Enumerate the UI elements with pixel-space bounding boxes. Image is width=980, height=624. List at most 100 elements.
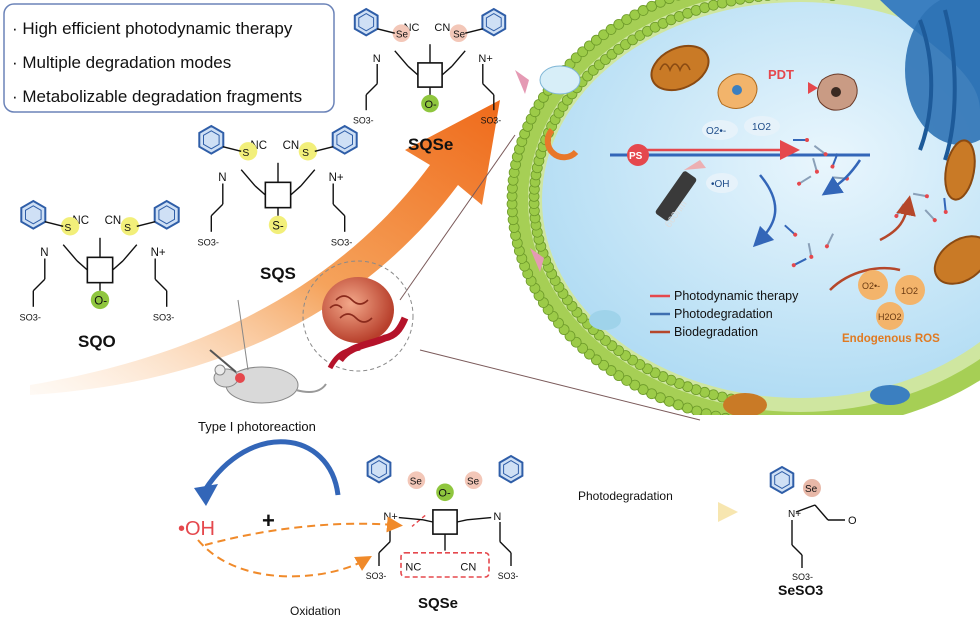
lipid-bead <box>605 24 617 35</box>
fragment <box>924 209 937 223</box>
lipid-bead <box>664 0 675 5</box>
anion-highlight <box>268 215 288 235</box>
fragment <box>912 192 929 199</box>
lipid-bead <box>829 0 836 1</box>
type1-label: Type I photoreaction <box>198 419 316 434</box>
heteroatom-label: Se <box>396 30 409 41</box>
hydroxyl-cloud: •OH <box>706 173 738 193</box>
mouse-icon <box>209 299 327 404</box>
lipid-bead <box>577 46 589 58</box>
lipid-bead <box>654 0 666 8</box>
legend-item: Photodegradation <box>674 307 773 321</box>
lipid-bead <box>734 0 746 5</box>
fragment <box>793 138 809 142</box>
oxidation-arrow <box>204 516 403 546</box>
photosensitizer <box>627 144 649 166</box>
benzene-ring <box>769 465 795 495</box>
anion-highlight <box>436 483 454 502</box>
nitrogen-label: N <box>373 53 381 65</box>
ros-sphere <box>895 275 925 305</box>
lipid-bead <box>598 29 609 41</box>
heteroatom-label: S <box>242 148 249 159</box>
lipid-bead <box>621 14 633 25</box>
lipid-bead <box>637 384 649 395</box>
feature-item: · Multiple degradation modes <box>12 53 231 72</box>
lipid-bead <box>744 0 755 4</box>
heteroatom-highlight <box>803 479 821 497</box>
svg-text:•OH: •OH <box>711 179 730 190</box>
pdt-label: PDT <box>768 67 794 82</box>
heteroatom-label: Se <box>410 477 423 488</box>
sqo-label: SQO <box>78 332 116 351</box>
healthy-cell-icon <box>717 73 758 109</box>
anion-label: O- <box>438 488 451 500</box>
sulfonate-label: SO3- <box>331 238 352 248</box>
benzene-ring <box>198 124 225 155</box>
fragment <box>791 257 807 268</box>
squaraine-core <box>417 62 443 88</box>
lipid-bead <box>750 418 760 428</box>
heteroatom-highlight <box>120 217 140 236</box>
heteroatom-highlight <box>407 471 426 490</box>
degradation-fragments <box>784 138 948 268</box>
lipid-bead <box>733 414 737 415</box>
fragment <box>824 233 834 249</box>
anion-label: O- <box>94 296 107 308</box>
lipid-bead <box>710 410 722 415</box>
plus-sign: + <box>262 508 275 533</box>
lipid-bead <box>654 392 666 404</box>
lipid-bead <box>621 375 633 386</box>
superoxide-cloud: O2•- <box>702 120 738 140</box>
lipid-bead <box>613 18 625 30</box>
lipid-bead <box>672 399 684 411</box>
photodegradation-path <box>752 174 777 248</box>
sqse-top-label: SQSe <box>408 135 453 154</box>
benzene-ring <box>331 124 358 155</box>
heteroatom-label: Se <box>467 477 480 488</box>
svg-text:1O2: 1O2 <box>752 122 771 133</box>
sqse-bottom-label: SQSe <box>418 595 458 612</box>
cyano-label: NC <box>405 561 421 573</box>
nitrogen-label: N+ <box>788 509 801 520</box>
mitochondrion <box>933 235 980 285</box>
squaraine-core <box>432 509 458 535</box>
lipid-bead <box>646 388 658 400</box>
fragment <box>812 157 819 174</box>
nitrogen-label: N+ <box>151 247 166 259</box>
lipid-bead <box>598 359 609 371</box>
tumor-zoom <box>302 260 414 372</box>
lipid-bead <box>583 40 595 52</box>
type1-arrow <box>202 439 341 496</box>
lipid-bead <box>700 408 712 415</box>
lipid-bead <box>721 412 730 415</box>
lipid-bead <box>590 354 602 366</box>
membrane-lipids <box>506 0 836 428</box>
lipid-bead <box>605 365 617 376</box>
nitrogen-label: N <box>218 172 226 184</box>
heteroatom-highlight <box>449 24 468 42</box>
heteroatom-highlight <box>238 142 258 161</box>
fragment <box>813 144 828 157</box>
heteroatom-highlight <box>60 217 80 236</box>
fragment <box>830 153 839 169</box>
fragment <box>807 242 814 259</box>
benzene-ring <box>20 199 47 230</box>
heteroatom-highlight <box>464 471 483 490</box>
lipid-bead <box>583 348 595 360</box>
sulfonate-label: SO3- <box>353 115 374 125</box>
fragment <box>943 197 948 214</box>
sulfonate-label: SO3- <box>20 313 41 323</box>
lipid-bead <box>629 379 641 391</box>
sulfonate-label: SO3- <box>481 115 502 125</box>
anion-highlight <box>90 290 110 310</box>
legend-item: Photodynamic therapy <box>674 289 799 303</box>
squaraine-core <box>264 181 292 209</box>
anion-label: O- <box>425 99 438 111</box>
heteroatom-label: S <box>302 148 309 159</box>
oxygen-label: O <box>848 515 857 527</box>
squaraine-core <box>86 256 114 284</box>
